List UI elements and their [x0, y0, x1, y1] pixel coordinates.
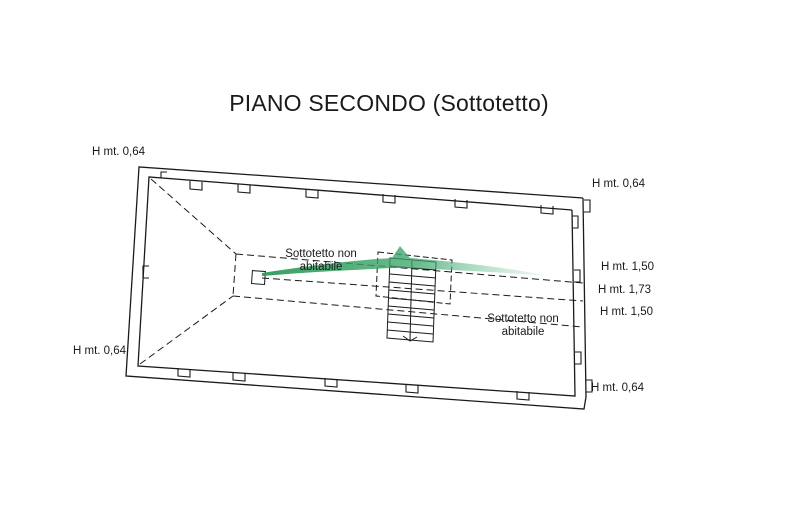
- height-label-bottom-right: H mt. 0,64: [591, 382, 645, 394]
- top-wall-notches: [160, 171, 554, 215]
- height-label-right-middle: H mt. 1,73: [598, 284, 652, 296]
- zone-label-lower-line2: abitabile: [501, 326, 545, 338]
- zone-label-upper-line1: Sottotetto non: [285, 248, 357, 260]
- height-label-right-lower: H mt. 1,50: [600, 306, 654, 318]
- height-label-top-right: H mt. 0,64: [592, 178, 646, 190]
- roof-vent: [250, 270, 266, 286]
- zone-label-lower: Sottotetto non abitabile: [480, 313, 566, 339]
- outer-walls: [125, 166, 587, 410]
- side-wall-notches: [142, 199, 593, 393]
- bottom-wall-notches: [177, 368, 530, 401]
- plan-title: PIANO SECONDO (Sottotetto): [229, 90, 549, 116]
- zone-label-lower-line1: Sottotetto non: [487, 313, 559, 325]
- height-label-bottom-left: H mt. 0,64: [73, 345, 127, 357]
- height-label-top-left: H mt. 0,64: [92, 146, 146, 158]
- height-label-right-upper: H mt. 1,50: [601, 261, 655, 273]
- zone-label-upper: Sottotetto non abitabile: [278, 248, 364, 274]
- roof-pitch-lines: [139, 178, 584, 365]
- green-arrow-icon: [262, 246, 548, 276]
- zone-label-upper-line2: abitabile: [299, 261, 343, 273]
